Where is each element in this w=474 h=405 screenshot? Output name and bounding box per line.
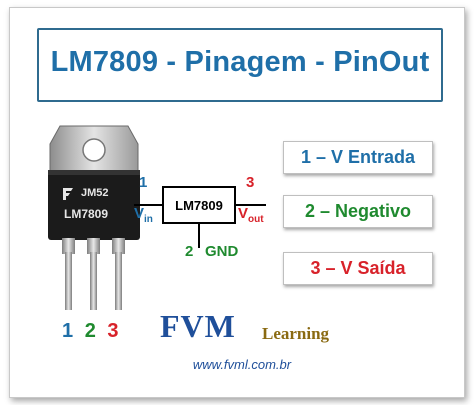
title-pinout: PinOut	[333, 46, 430, 78]
mounting-hole	[82, 138, 106, 162]
symbol-pin3-number: 3	[246, 174, 255, 191]
vin-label: Vin	[134, 205, 153, 225]
package-pin-number-1: 1	[62, 320, 74, 342]
package-marking-part: LM7809	[64, 207, 108, 221]
regulator-symbol: LM7809	[162, 186, 236, 224]
package-lead-3	[115, 252, 122, 310]
gnd-label: GND	[205, 243, 239, 260]
title-box: LM7809 - Pinagem - PinOut	[37, 28, 443, 102]
brand-tagline: Learning	[262, 324, 330, 343]
package-pin-number-3: 3	[107, 320, 119, 342]
title-pinagem: Pinagem	[184, 46, 307, 78]
package-lead-1	[65, 252, 72, 310]
package-body	[48, 170, 140, 240]
legend-pin1: 1 – V Entrada	[283, 141, 433, 174]
title-sep-2: -	[306, 46, 334, 78]
symbol-pin2-number: 2	[185, 243, 194, 260]
package-marking-logo: JM52	[81, 187, 109, 199]
page-title: LM7809 - Pinagem - PinOut	[39, 46, 441, 79]
legend-pin3: 3 – V Saída	[283, 252, 433, 285]
fairchild-logo-icon	[63, 188, 73, 200]
vout-lead	[236, 204, 266, 206]
title-sep-1: -	[158, 46, 185, 78]
brand-url[interactable]: www.fvml.com.br	[192, 357, 292, 372]
vin-lead	[134, 204, 162, 206]
to220-package-illustration: JM52 LM7809	[48, 125, 140, 310]
symbol-pin1-number: 1	[139, 174, 148, 191]
package-pin-number-2: 2	[84, 320, 96, 342]
brand-logo: FVM	[160, 308, 236, 344]
package-pin-numbers: 1 2 3	[62, 320, 125, 343]
legend-pin2: 2 – Negativo	[283, 195, 433, 228]
gnd-lead	[198, 224, 200, 248]
vout-label: Vout	[238, 205, 264, 225]
title-part: LM7809	[50, 46, 159, 78]
package-lead-2	[90, 252, 97, 310]
